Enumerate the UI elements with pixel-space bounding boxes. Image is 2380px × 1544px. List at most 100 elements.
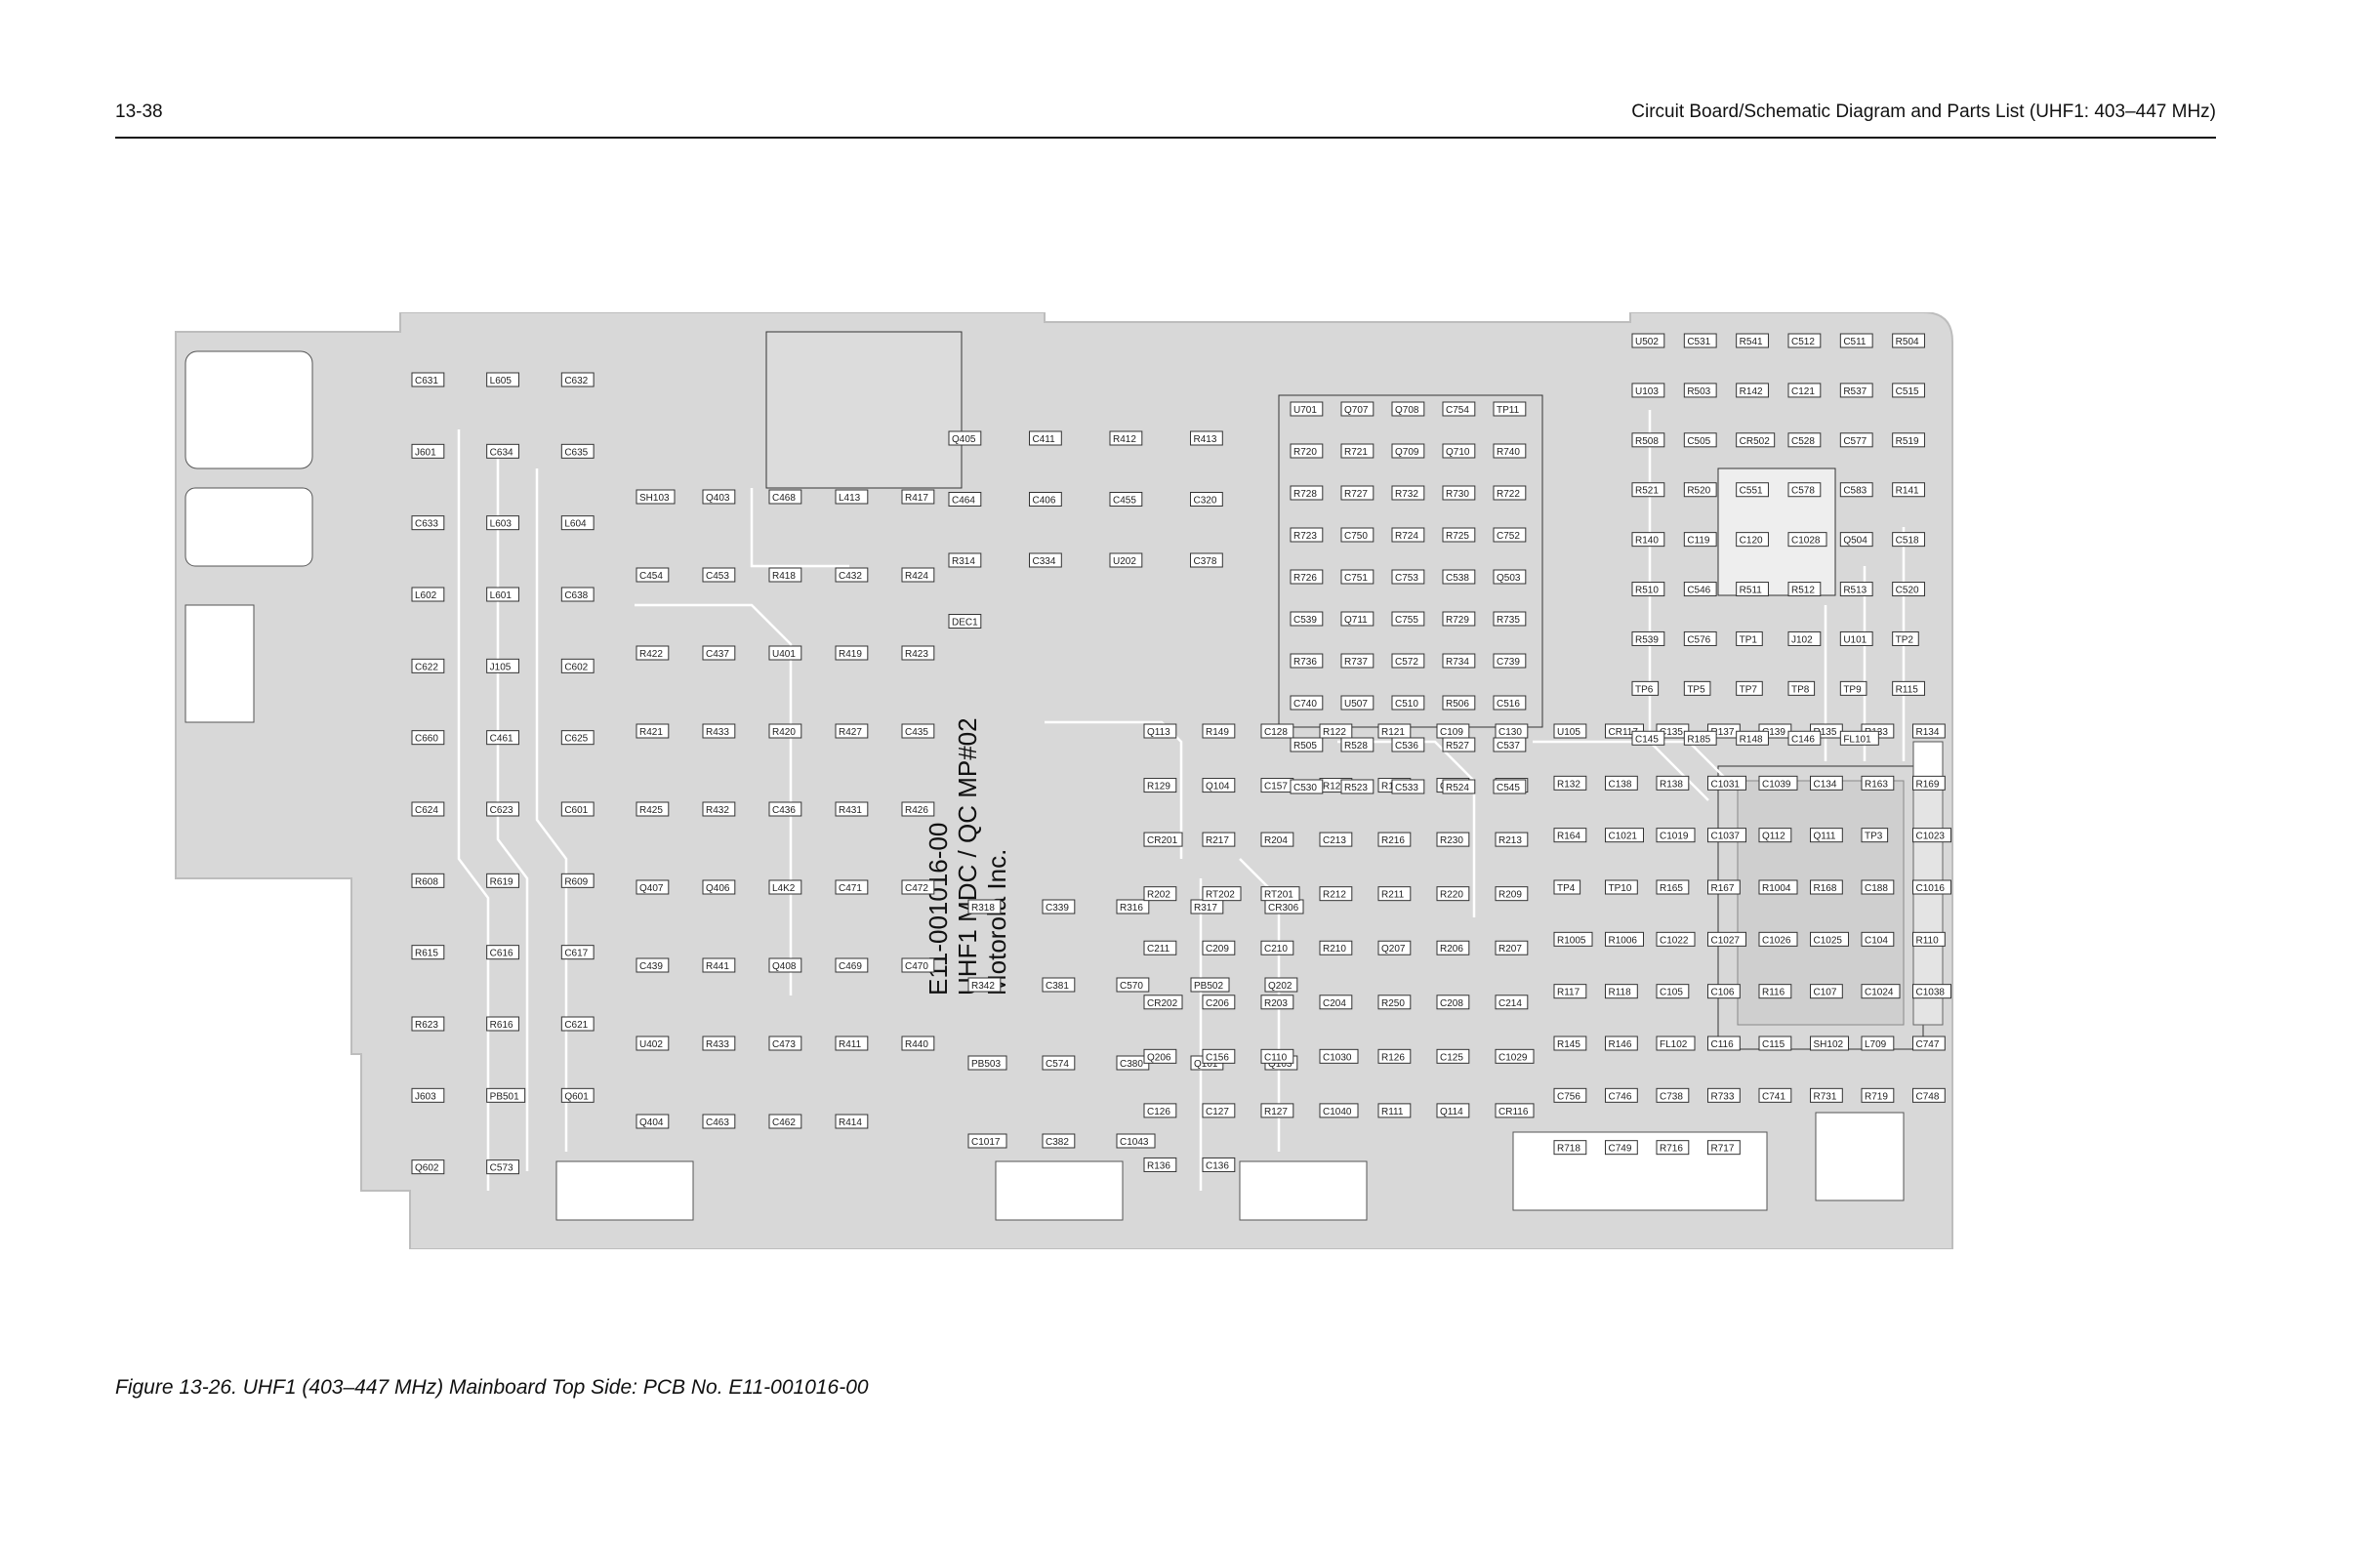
- component-label: C741: [1762, 1091, 1785, 1102]
- component-box: [1377, 886, 1412, 902]
- component-label: TP10: [1609, 883, 1632, 894]
- component-label: R216: [1381, 835, 1405, 846]
- component-box: [411, 730, 445, 746]
- component-box: [1912, 931, 1946, 947]
- component-box: [967, 899, 1002, 914]
- component-box: [1495, 1048, 1535, 1064]
- component-label: R206: [1440, 944, 1463, 955]
- component-box: [411, 1159, 445, 1175]
- component-box: [1202, 886, 1242, 902]
- component-box: [1553, 879, 1581, 895]
- component-box: [560, 1087, 595, 1103]
- component-label: C573: [490, 1163, 513, 1174]
- component-box: [1260, 995, 1294, 1010]
- component-label: C1016: [1916, 883, 1946, 894]
- component-label: C472: [905, 883, 928, 894]
- component-box: [1861, 1036, 1895, 1051]
- component-label: Q101: [1194, 1059, 1218, 1070]
- component-box: [1553, 1087, 1587, 1103]
- component-box: [1319, 995, 1353, 1010]
- component-label: R725: [1446, 531, 1469, 542]
- component-box: [768, 1114, 802, 1129]
- component-box: [1202, 1048, 1236, 1064]
- component-box: [1553, 723, 1587, 739]
- component-label: PB503: [971, 1059, 1001, 1070]
- component-box: [486, 372, 519, 387]
- component-box: [1442, 485, 1476, 501]
- component-label: C110: [1264, 1052, 1288, 1063]
- component-label: R250: [1381, 998, 1405, 1009]
- component-label: CR202: [1147, 998, 1178, 1009]
- component-label: C631: [415, 376, 438, 386]
- component-box: [1892, 432, 1925, 448]
- component-label: R210: [1323, 944, 1346, 955]
- component-box: [1707, 1140, 1741, 1156]
- component-box: [1683, 630, 1717, 646]
- component-label: C537: [1497, 741, 1520, 752]
- component-box: [768, 957, 802, 973]
- component-box: [1290, 443, 1324, 459]
- component-box: [486, 801, 519, 817]
- component-label: TP11: [1497, 405, 1520, 416]
- component-box: [1736, 383, 1769, 398]
- component-box: [560, 730, 595, 746]
- component-label: Q404: [639, 1117, 664, 1128]
- component-label: C616: [490, 949, 513, 959]
- component-box: [1319, 1103, 1359, 1118]
- component-box: [1839, 333, 1873, 348]
- component-label: Q707: [1344, 405, 1369, 416]
- component-box: [1143, 832, 1183, 847]
- component-box: [1290, 401, 1324, 417]
- component-label: Q405: [952, 434, 976, 445]
- component-box: [1391, 653, 1425, 669]
- component-box: [1707, 879, 1741, 895]
- component-label: R146: [1609, 1039, 1632, 1050]
- component-box: [1495, 1103, 1535, 1118]
- component-label: Q206: [1147, 1052, 1171, 1063]
- component-box: [1605, 879, 1638, 895]
- component-label: C1037: [1711, 832, 1741, 842]
- component-label: TP1: [1740, 634, 1758, 645]
- component-label: R1004: [1762, 883, 1791, 894]
- component-box: [1319, 940, 1353, 955]
- component-box: [1656, 984, 1690, 999]
- component-label: C1028: [1791, 536, 1821, 547]
- component-label: C461: [490, 734, 513, 745]
- component-label: Q408: [772, 961, 797, 972]
- component-label: C520: [1896, 586, 1919, 596]
- component-box: [1391, 443, 1425, 459]
- component-box: [1631, 383, 1665, 398]
- component-box: [1787, 680, 1816, 696]
- component-box: [1143, 886, 1177, 902]
- component-box: [835, 489, 869, 505]
- component-box: [1553, 984, 1587, 999]
- component-box: [901, 723, 935, 739]
- component-label: R718: [1557, 1144, 1580, 1155]
- component-label: C749: [1609, 1144, 1632, 1155]
- component-box: [702, 489, 736, 505]
- component-label: R163: [1865, 779, 1888, 790]
- component-box: [1260, 886, 1300, 902]
- component-label: R115: [1896, 684, 1919, 695]
- component-box: [1493, 737, 1527, 752]
- component-box: [835, 723, 869, 739]
- component-label: C756: [1557, 1091, 1580, 1102]
- component-label: PB501: [490, 1091, 519, 1102]
- filter-fl101: [1815, 1112, 1905, 1201]
- component-label: C210: [1264, 944, 1288, 955]
- component-label: C583: [1843, 486, 1867, 497]
- component-label: C574: [1046, 1059, 1069, 1070]
- component-box: [1787, 582, 1822, 597]
- component-box: [560, 1016, 595, 1032]
- component-box: [835, 645, 869, 661]
- component-box: [1340, 779, 1375, 794]
- component-box: [411, 945, 445, 960]
- component-label: C739: [1497, 657, 1520, 668]
- component-box: [1340, 443, 1375, 459]
- component-box: [1495, 940, 1529, 955]
- component-box: [1605, 1036, 1638, 1051]
- component-box: [1143, 995, 1183, 1010]
- component-label: R211: [1381, 890, 1405, 901]
- section-title: Circuit Board/Schematic Diagram and Part…: [1631, 102, 2216, 122]
